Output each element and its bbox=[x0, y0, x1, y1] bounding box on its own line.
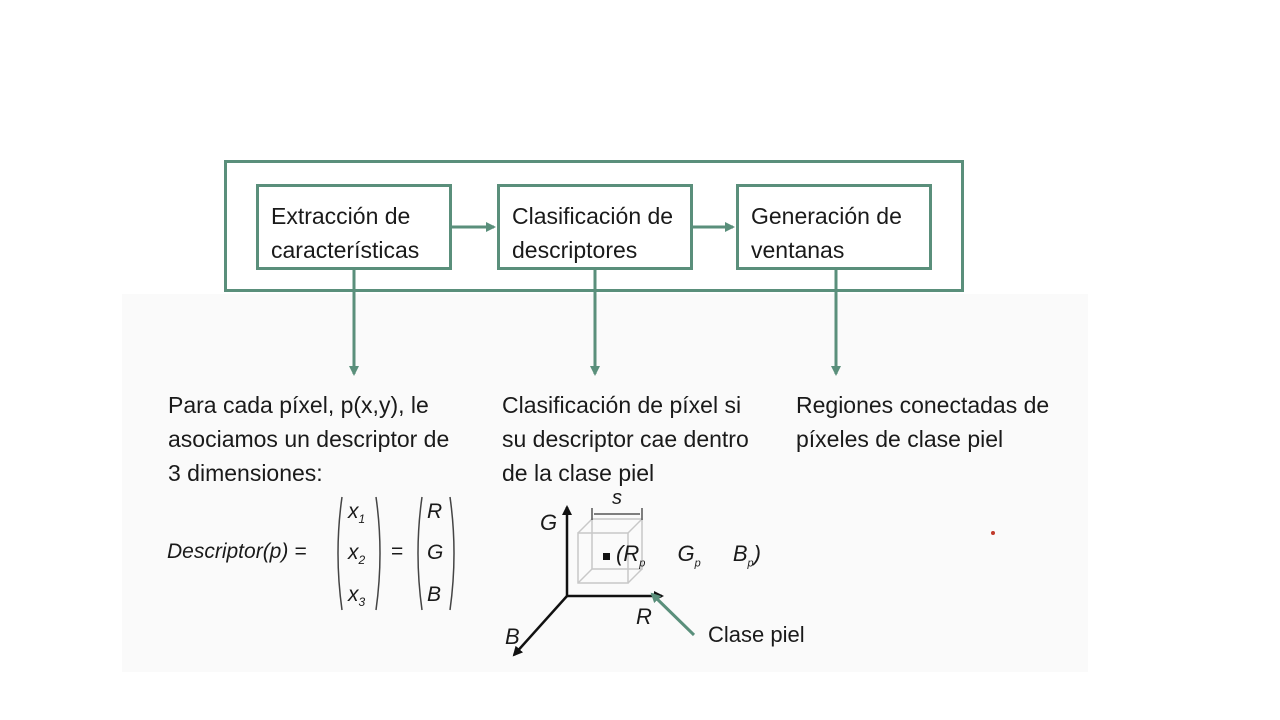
stage-descriptor-classification: Clasificación de descriptores bbox=[497, 184, 693, 270]
clase-piel-label: Clase piel bbox=[708, 622, 805, 647]
stage-window-generation: Generación de ventanas bbox=[736, 184, 932, 270]
description-line: asociamos un descriptor de bbox=[168, 426, 450, 452]
vector-entry-g: G bbox=[427, 541, 444, 564]
vector-entry-b: B bbox=[427, 583, 442, 606]
description-line: de la clase piel bbox=[502, 460, 655, 486]
stage-label: descriptores bbox=[512, 237, 638, 263]
bracket-left-1 bbox=[337, 496, 343, 611]
stage-label: Clasificación de bbox=[512, 203, 674, 229]
formula-equals: = bbox=[391, 540, 404, 563]
description-line: su descriptor cae dentro bbox=[502, 426, 749, 452]
description-line: 3 dimensiones: bbox=[168, 460, 323, 486]
stage-feature-extraction: Extracción de características bbox=[256, 184, 452, 270]
stage-label: Generación de bbox=[751, 203, 902, 229]
background-panel bbox=[122, 294, 1088, 672]
point-coordinate: (Rp Gp Bp) bbox=[616, 541, 761, 570]
description-line: Clasificación de píxel si bbox=[502, 392, 742, 418]
description-windows: Regiones conectadas de píxeles de clase … bbox=[796, 388, 1096, 456]
vector-entry-x3: x3 bbox=[348, 583, 366, 610]
bracket-right-1 bbox=[375, 496, 381, 611]
vector-entry-x1: x1 bbox=[348, 500, 366, 527]
vector-entry-x2: x2 bbox=[348, 541, 366, 568]
stage-label: características bbox=[271, 237, 420, 263]
axis-label-r: R bbox=[636, 604, 652, 629]
description-classification: Clasificación de píxel si su descriptor … bbox=[502, 388, 802, 490]
stage-label: Extracción de bbox=[271, 203, 411, 229]
description-extraction: Para cada píxel, p(x,y), le asociamos un… bbox=[168, 388, 468, 490]
description-line: Para cada píxel, p(x,y), le bbox=[168, 392, 429, 418]
cube-side-label: s bbox=[612, 487, 622, 509]
description-line: píxeles de clase piel bbox=[796, 426, 1004, 452]
formula-lhs: Descriptor(p) = bbox=[167, 540, 307, 563]
bracket-right-2 bbox=[449, 496, 455, 611]
stage-label: ventanas bbox=[751, 237, 845, 263]
skin-cube bbox=[577, 518, 643, 584]
description-line: Regiones conectadas de bbox=[796, 392, 1050, 418]
axis-b bbox=[512, 595, 568, 657]
vector-entry-r: R bbox=[427, 500, 443, 523]
bracket-left-2 bbox=[417, 496, 423, 611]
axis-label-b: B bbox=[505, 624, 520, 649]
arrow-clase-piel bbox=[650, 592, 696, 637]
pixel-point bbox=[603, 553, 610, 560]
axis-label-g: G bbox=[540, 510, 558, 535]
red-dot bbox=[991, 531, 995, 535]
